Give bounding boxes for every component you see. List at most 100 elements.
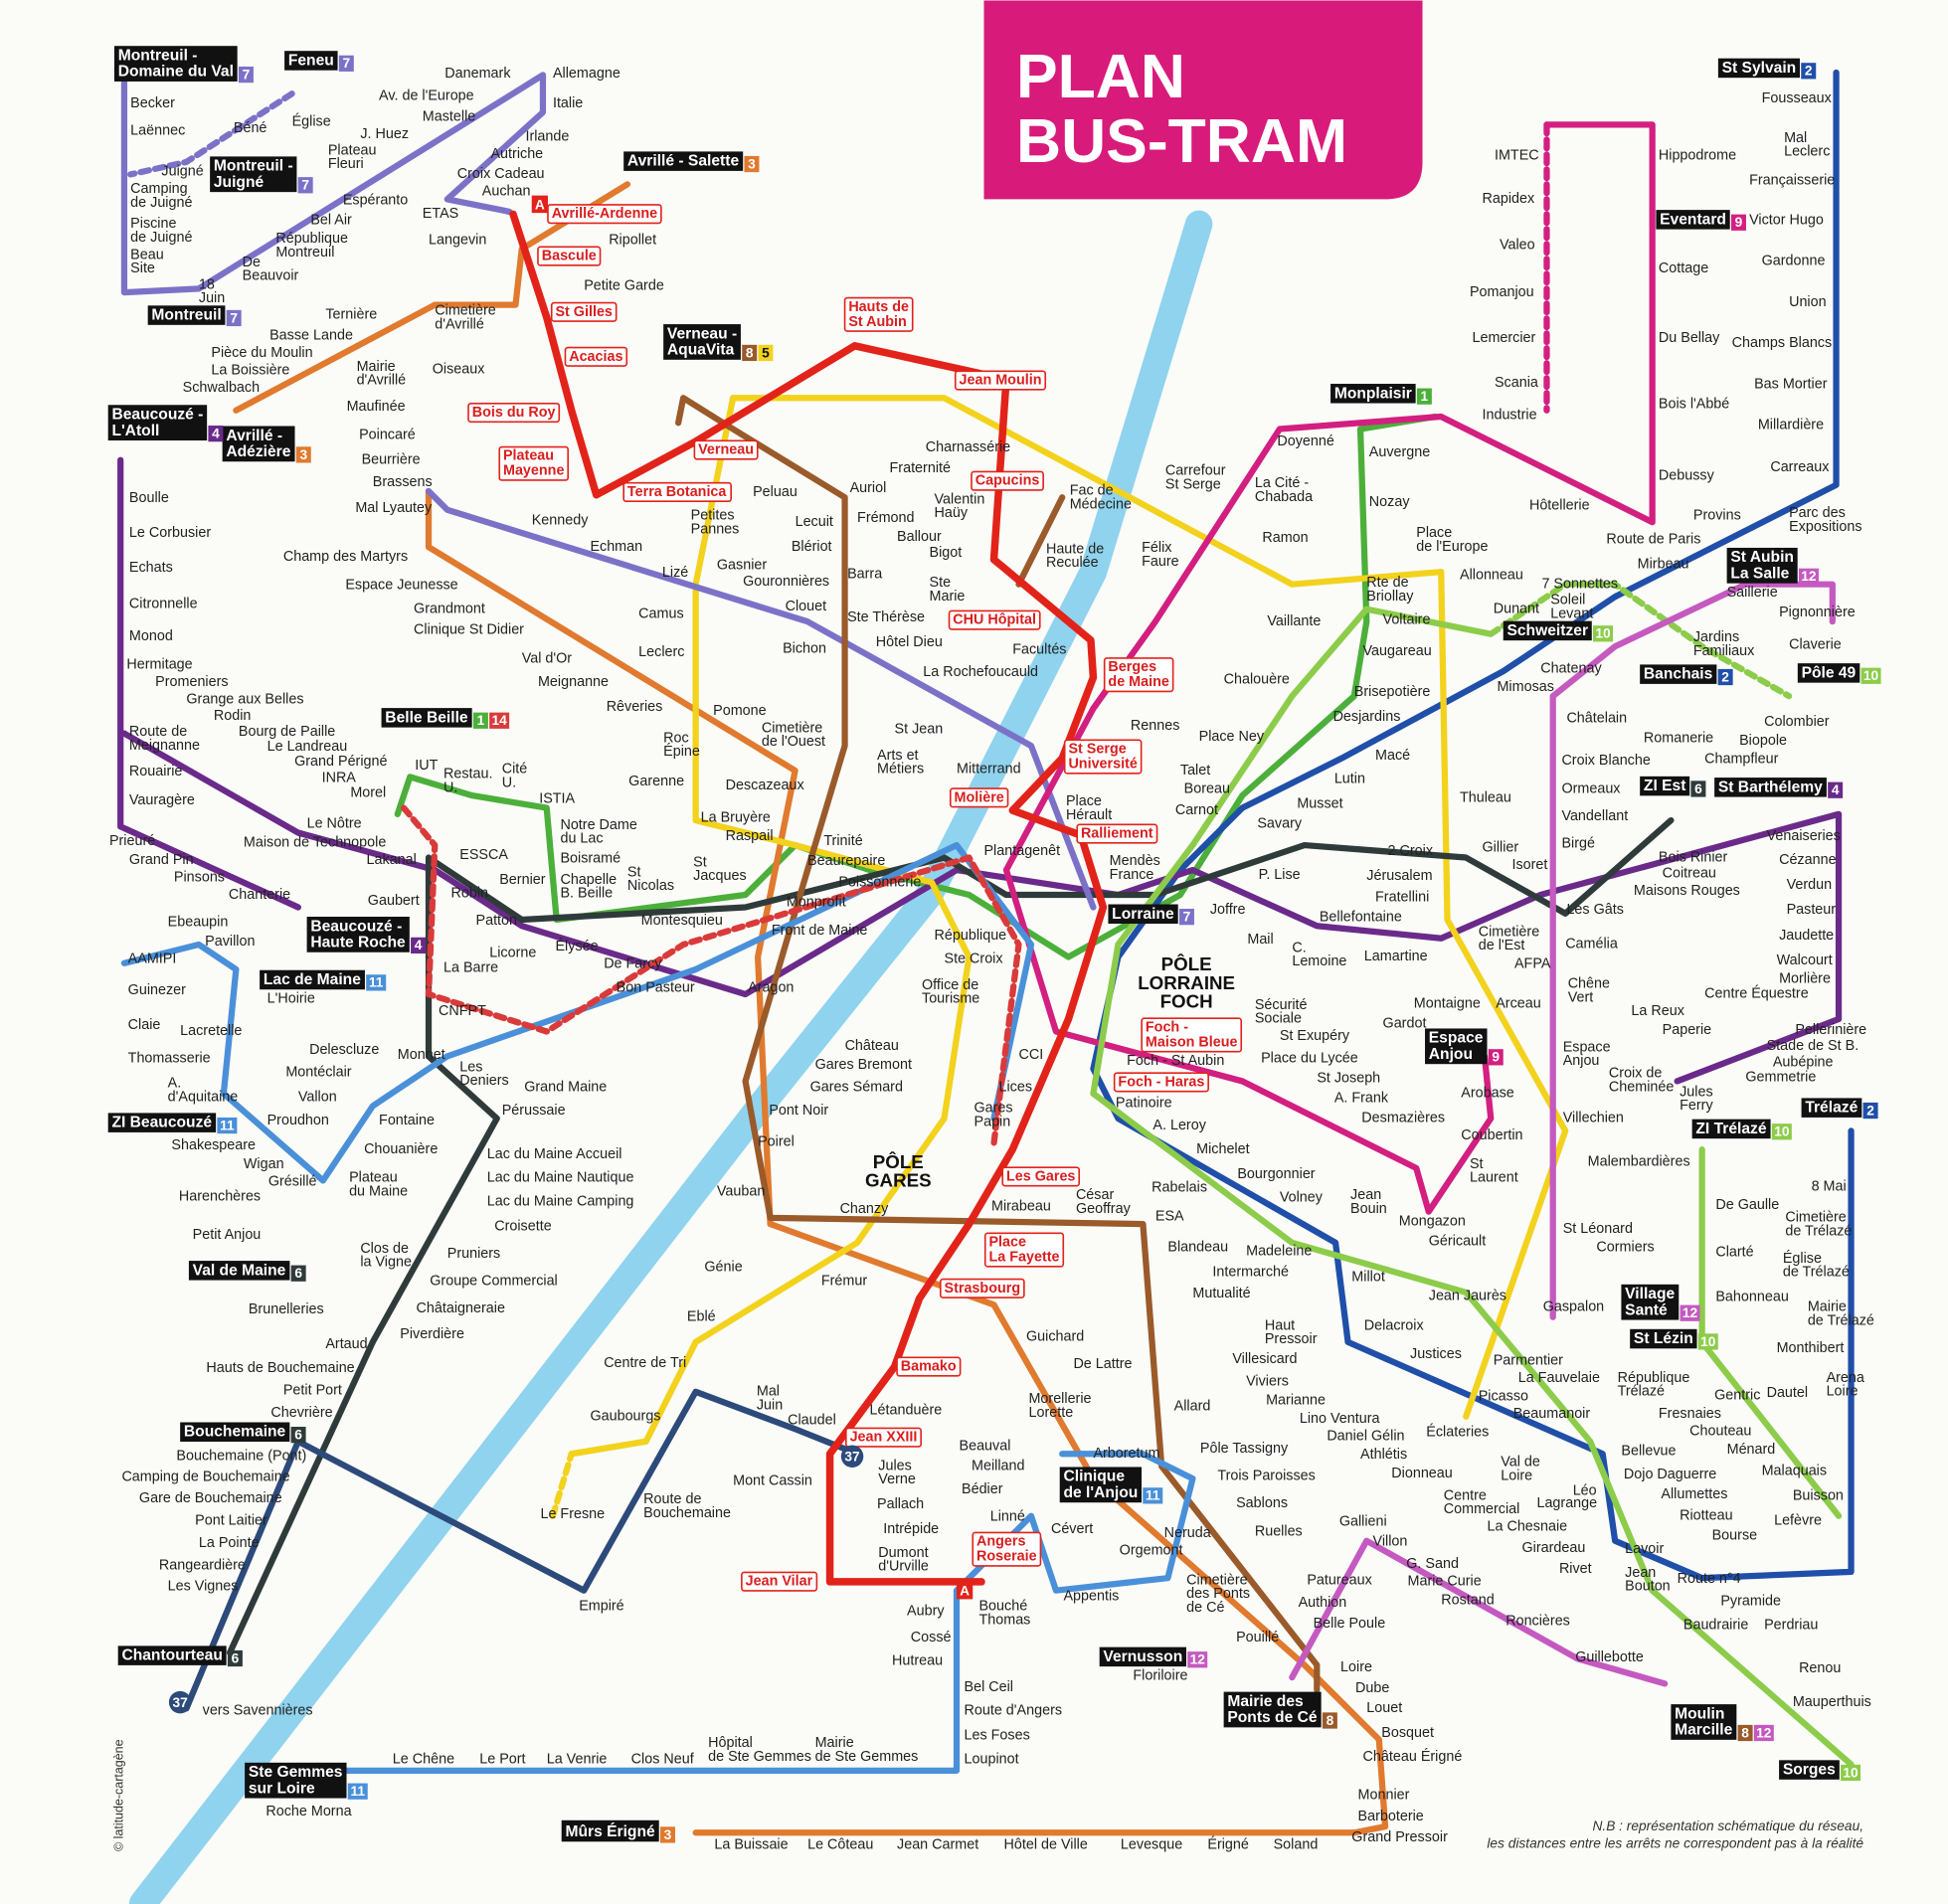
tram-stop[interactable]: Jean Vilar — [741, 1571, 818, 1592]
station-label[interactable]: Vaillante — [1267, 613, 1321, 629]
station-label[interactable]: Jean Carmet — [897, 1837, 978, 1853]
station-label[interactable]: Bois l'Abbé — [1659, 396, 1729, 412]
station-label[interactable]: Colombier — [1764, 714, 1830, 730]
station-label[interactable]: Victor Hugo — [1749, 212, 1824, 228]
station-label[interactable]: CNFPT — [439, 1003, 486, 1019]
station-label[interactable]: vers Savennières — [203, 1703, 313, 1719]
station-label[interactable]: Val d'Or — [522, 650, 573, 666]
tram-stop[interactable]: Jean Moulin — [954, 370, 1047, 391]
station-label[interactable]: Echman — [590, 539, 642, 555]
station-label[interactable]: Vauban — [717, 1183, 765, 1199]
station-label[interactable]: Boisramé — [560, 851, 620, 867]
station-label[interactable]: Monod — [129, 628, 173, 644]
station-label[interactable]: Monnet — [398, 1047, 445, 1063]
station-label[interactable]: Artaud — [325, 1336, 367, 1352]
station-label[interactable]: Blandeau — [1167, 1240, 1228, 1256]
station-label[interactable]: Cossé — [911, 1630, 952, 1645]
station-label[interactable]: St Exupéry — [1280, 1028, 1350, 1044]
station-label[interactable]: Carreaux — [1770, 459, 1830, 475]
station-label[interactable]: C.Lemoine — [1292, 941, 1346, 970]
station-label[interactable]: A. Leroy — [1152, 1118, 1206, 1133]
station-label[interactable]: Croix Blanche — [1561, 753, 1650, 769]
station-label[interactable]: Industrie — [1482, 408, 1536, 424]
station-label[interactable]: Belle Poule — [1314, 1616, 1386, 1632]
station-label[interactable]: Roncières — [1505, 1614, 1570, 1630]
station-label[interactable]: Vallon — [298, 1089, 337, 1105]
station-label[interactable]: Rangeardière — [159, 1557, 246, 1573]
station-label[interactable]: Beauval — [960, 1438, 1011, 1454]
station-label[interactable]: Château Érigné — [1363, 1748, 1463, 1765]
station-label[interactable]: Lamartine — [1364, 949, 1428, 964]
station-label[interactable]: Centre de Tri — [604, 1355, 686, 1371]
station-label[interactable]: Gardot — [1383, 1016, 1427, 1032]
station-label[interactable]: CCI — [1018, 1047, 1043, 1063]
station-label[interactable]: Delacroix — [1364, 1317, 1425, 1333]
station-label[interactable]: Louet — [1366, 1700, 1402, 1716]
station-label[interactable]: Bas Mortier — [1754, 376, 1828, 392]
station-label[interactable]: Rennes — [1131, 718, 1180, 734]
station-label[interactable]: Lino Ventura — [1300, 1411, 1380, 1427]
station-label[interactable]: Bédier — [962, 1481, 1003, 1497]
station-label[interactable]: Bourg de Paille — [239, 724, 335, 740]
station-label[interactable]: IMTEC — [1495, 147, 1539, 163]
station-label[interactable]: Ternière — [325, 306, 377, 322]
station-label[interactable]: Ripollet — [609, 232, 656, 248]
station-label[interactable]: Robin — [451, 886, 489, 902]
station-label[interactable]: Pomanjou — [1470, 284, 1534, 300]
station-label[interactable]: Bichon — [783, 640, 826, 656]
station-label[interactable]: Ménard — [1727, 1442, 1776, 1458]
station-label[interactable]: Gaubourgs — [590, 1409, 660, 1425]
station-label[interactable]: Neruda — [1164, 1525, 1211, 1541]
station-label[interactable]: Madeleine — [1246, 1243, 1312, 1259]
station-label[interactable]: Venaiseries — [1767, 828, 1841, 844]
station-label[interactable]: 2 Croix — [1388, 843, 1434, 859]
station-label[interactable]: Françaisserie — [1749, 172, 1835, 188]
station-label[interactable]: Poirel — [758, 1133, 795, 1149]
station-label[interactable]: Fresnaies — [1659, 1406, 1721, 1422]
station-label[interactable]: Champs Blancs — [1732, 335, 1833, 351]
station-label[interactable]: Église — [292, 113, 331, 130]
station-label[interactable]: Beaurepaire — [807, 853, 885, 869]
station-label[interactable]: La Pointe — [199, 1535, 260, 1551]
station-label[interactable]: Lecuit — [796, 514, 833, 530]
station-label[interactable]: Mont Cassin — [733, 1472, 812, 1488]
station-label[interactable]: Centre Équestre — [1704, 985, 1809, 1002]
station-label[interactable]: Le Fresne — [540, 1506, 605, 1522]
station-label[interactable]: Claverie — [1789, 637, 1842, 653]
station-label[interactable]: Citronnelle — [129, 596, 198, 611]
station-label[interactable]: Mal Lyautey — [355, 500, 433, 516]
station-label[interactable]: Grand Pin — [129, 852, 194, 868]
station-label[interactable]: Châtaigneraie — [417, 1300, 505, 1316]
station-label[interactable]: Maison de Technopole — [244, 834, 386, 850]
station-label[interactable]: La Reux — [1631, 1003, 1684, 1019]
station-label[interactable]: Du Bellay — [1659, 330, 1720, 346]
station-label[interactable]: Thomasserie — [128, 1051, 211, 1067]
station-label[interactable]: Lagrange — [1536, 1495, 1597, 1511]
station-label[interactable]: Grange aux Belles — [186, 692, 303, 708]
station-label[interactable]: De Farcy — [604, 956, 662, 972]
station-label[interactable]: Buisson — [1793, 1487, 1844, 1503]
station-label[interactable]: Lac du Maine Camping — [487, 1193, 634, 1209]
station-label[interactable]: Rostand — [1441, 1592, 1494, 1608]
station-label[interactable]: Gares Bremont — [815, 1057, 912, 1073]
station-label[interactable]: Mastelle — [423, 109, 475, 125]
station-label[interactable]: Justices — [1410, 1346, 1462, 1362]
station-label[interactable]: Espéranto — [343, 192, 408, 208]
station-label[interactable]: Bosquet — [1381, 1725, 1434, 1741]
station-label[interactable]: Valeo — [1500, 237, 1535, 253]
